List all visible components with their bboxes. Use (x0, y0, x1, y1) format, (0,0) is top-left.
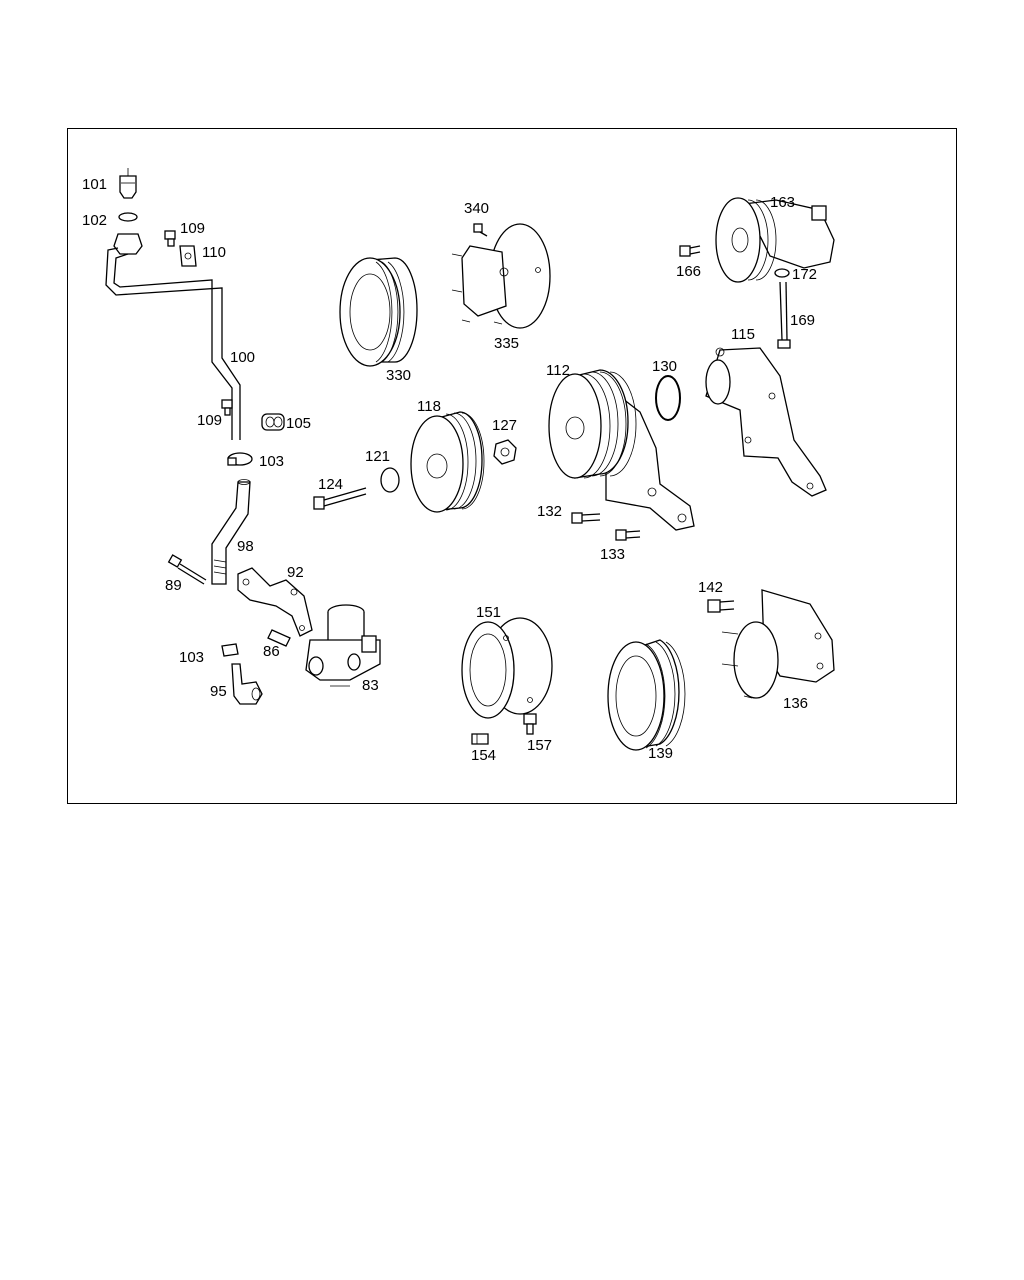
label-109: 109 (180, 220, 205, 237)
label-121: 121 (365, 448, 390, 465)
label-109: 109 (197, 412, 222, 429)
label-130: 130 (652, 358, 677, 375)
part-110-clip-drawing (179, 245, 197, 267)
label-112: 112 (546, 362, 570, 379)
part-163-tensioner-drawing (715, 197, 835, 283)
part-330-pulley-drawing (339, 257, 418, 367)
label-100: 100 (230, 349, 255, 366)
part-89-bolt-drawing (167, 554, 207, 585)
label-115: 115 (731, 326, 755, 343)
label-142: 142 (698, 579, 723, 596)
label-127: 127 (492, 417, 517, 434)
label-92: 92 (287, 564, 304, 581)
label-172: 172 (792, 266, 817, 283)
part-105-clamp-drawing (261, 413, 285, 431)
label-139: 139 (648, 745, 673, 762)
label-89: 89 (165, 577, 182, 594)
label-340: 340 (464, 200, 489, 217)
label-136: 136 (783, 695, 808, 712)
label-110: 110 (202, 244, 226, 261)
label-83: 83 (362, 677, 379, 694)
part-labels: 101 102 109 110 100 109 105 103 98 89 92… (82, 176, 817, 764)
label-103: 103 (259, 453, 284, 470)
part-136-hub-bracket-drawing (721, 589, 835, 699)
label-169: 169 (790, 312, 815, 329)
label-330: 330 (386, 367, 411, 384)
part-101-banjo-bolt-drawing (119, 168, 137, 199)
part-109b-screw-drawing (221, 399, 233, 416)
part-92-bracket-drawing (237, 567, 313, 637)
part-139-pulley-drawing (607, 639, 686, 751)
label-154: 154 (471, 747, 496, 764)
label-95: 95 (210, 683, 227, 700)
part-115-housing-drawing (705, 347, 827, 497)
part-154-stud-drawing (471, 733, 489, 745)
label-101: 101 (82, 176, 107, 193)
part-169-long-bolt-drawing (777, 281, 791, 349)
label-98: 98 (237, 538, 254, 555)
part-95-elbow-fitting-drawing (231, 663, 263, 705)
part-127-nut-drawing (493, 439, 517, 465)
part-130-ring-drawing (655, 375, 681, 421)
part-103b-hose-clamp-drawing (221, 643, 239, 657)
part-166-bolt-drawing (679, 245, 701, 257)
part-103a-hose-clamp-drawing (227, 452, 253, 466)
label-166: 166 (676, 263, 701, 280)
label-133: 133 (600, 546, 625, 563)
label-132: 132 (537, 503, 562, 520)
part-335-hub-drawing (451, 223, 551, 329)
part-133-bolt-drawing (615, 529, 641, 541)
label-124: 124 (318, 476, 343, 493)
part-86-pin-drawing (267, 629, 291, 647)
label-335: 335 (494, 335, 519, 352)
label-163: 163 (770, 194, 795, 211)
part-118-pulley-drawing (410, 411, 485, 513)
part-157-bolt-drawing (523, 713, 537, 735)
label-151: 151 (476, 604, 501, 621)
part-142-bolt-drawing (707, 599, 735, 613)
part-109a-screw-drawing (164, 230, 176, 247)
part-172-washer-drawing (774, 268, 790, 278)
label-103: 103 (179, 649, 204, 666)
part-151-cover-drawing (461, 617, 553, 719)
part-100-pipe-drawing (105, 233, 241, 440)
label-86: 86 (263, 643, 280, 660)
part-83-valve-drawing (305, 604, 381, 687)
label-118: 118 (417, 398, 441, 415)
part-132-bolt-drawing (571, 512, 601, 524)
part-112-pump-pulley-drawing (548, 369, 695, 531)
part-102-seal-ring-drawing (118, 212, 138, 222)
part-340-stud-drawing (473, 223, 488, 237)
part-124-long-bolt-drawing (313, 487, 367, 510)
label-102: 102 (82, 212, 107, 229)
label-157: 157 (527, 737, 552, 754)
part-98-hose-drawing (211, 479, 251, 585)
part-121-washer-drawing (380, 467, 400, 493)
label-105: 105 (286, 415, 311, 432)
